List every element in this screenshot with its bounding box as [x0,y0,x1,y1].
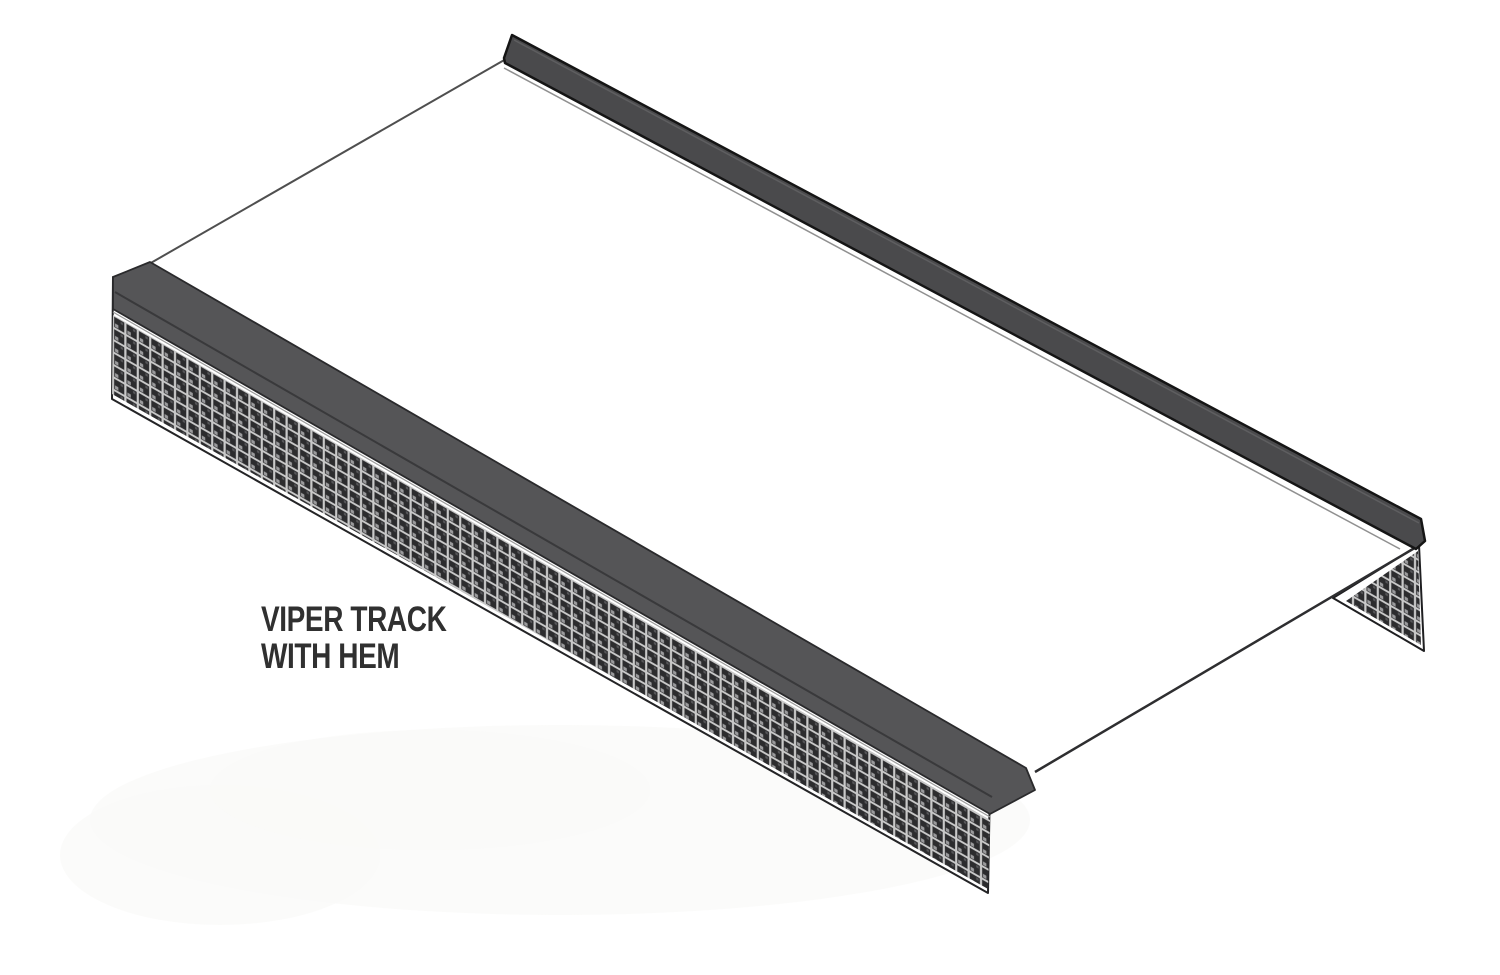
near-flange-perforation [112,315,990,889]
web-left-edge-line [148,58,507,265]
far-flange-end-perforation [1346,551,1421,645]
track-web [152,60,1418,772]
web-right-edge-line [1034,544,1419,774]
hem-separator-line [112,311,991,818]
part-label-line1: VIPER TRACK [261,600,447,639]
web-far-edge-line [503,67,1401,550]
part-label-line2: WITH HEM [261,637,400,676]
near-hem-band [112,261,1036,815]
hem-seam-line [114,291,993,798]
far-hem-rail [502,33,1427,551]
far-hem-rail-top-highlight [513,39,1420,524]
part-label: VIPER TRACK WITH HEM [261,600,447,676]
